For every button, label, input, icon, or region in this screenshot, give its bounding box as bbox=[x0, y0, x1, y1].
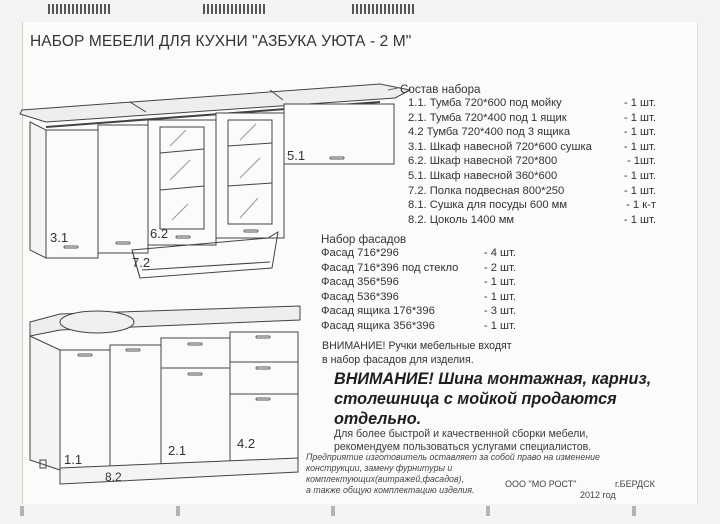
company-name: ООО "МО РОСТ" bbox=[505, 479, 577, 489]
label-3-1: 3.1 bbox=[50, 230, 69, 245]
warning-note: ВНИМАНИЕ! Шина монтажная, карниз, столеш… bbox=[334, 370, 652, 428]
composition-list: Состав набора 1.1. Тумба 720*600 под мой… bbox=[400, 83, 656, 227]
scan-mark bbox=[203, 4, 265, 14]
list-item: Фасад ящика 356*396- 1 шт. bbox=[321, 319, 516, 332]
list-item: Фасад 356*596- 1 шт. bbox=[321, 276, 516, 289]
company-city: г.БЕРДСК bbox=[615, 479, 655, 489]
label-4-2: 4.2 bbox=[237, 436, 256, 451]
manufacturer-disclaimer: Предприятие изготовитель оставляет за со… bbox=[306, 452, 600, 495]
list-item: Фасад 536*396- 1 шт. bbox=[321, 290, 516, 303]
scan-mark bbox=[20, 506, 24, 516]
label-5-1: 5.1 bbox=[287, 148, 306, 163]
list-item: Фасад ящика 176*396- 3 шт. bbox=[321, 305, 516, 318]
list-item: Фасад 716*396 под стекло- 2 шт. bbox=[321, 261, 516, 274]
label-1-1: 1.1 bbox=[64, 452, 83, 467]
handles-note: ВНИМАНИЕ! Ручки мебельные входят в набор… bbox=[322, 340, 512, 366]
document-year: 2012 год bbox=[580, 490, 616, 500]
scan-mark bbox=[48, 4, 110, 14]
composition-heading: Состав набора bbox=[400, 83, 481, 96]
list-item: 8.1. Сушка для посуды 600 мм- 1 к-т bbox=[408, 199, 656, 212]
list-item: 8.2. Цоколь 1400 мм- 1 шт. bbox=[408, 213, 656, 226]
list-item: 6.2. Шкаф навесной 720*800- 1шт. bbox=[408, 155, 656, 168]
label-6-2: 6.2 bbox=[150, 226, 169, 241]
scan-mark bbox=[331, 506, 335, 516]
scan-marks-bottom bbox=[0, 506, 720, 520]
scan-marks-top bbox=[0, 4, 720, 18]
label-8-2: 8.2 bbox=[105, 470, 122, 484]
list-item: 1.1. Тумба 720*600 под мойку- 1 шт. bbox=[408, 97, 656, 109]
cornice bbox=[19, 83, 412, 123]
facades-heading: Набор фасадов bbox=[321, 233, 407, 246]
label-7-2: 7.2 bbox=[132, 255, 151, 270]
facades-list: Набор фасадов Фасад 716*296- 4 шт. Фасад… bbox=[321, 233, 516, 334]
document-title: НАБОР МЕБЕЛИ ДЛЯ КУХНИ "АЗБУКА УЮТА - 2 … bbox=[30, 33, 412, 50]
list-item: 5.1. Шкаф навесной 360*600- 1 шт. bbox=[408, 169, 656, 182]
list-item: 3.1. Шкаф навесной 720*600 сушка- 1 шт. bbox=[408, 140, 656, 153]
list-item: 4.2 Тумба 720*400 под 3 ящика- 1 шт. bbox=[408, 126, 656, 139]
advice-note: Для более быстрой и качественной сборки … bbox=[334, 428, 592, 453]
list-item: 2.1. Тумба 720*400 под 1 ящик- 1 шт. bbox=[408, 111, 656, 124]
scan-mark bbox=[352, 4, 414, 14]
scan-mark bbox=[176, 506, 180, 516]
list-item: 7.2. Полка подвесная 800*250- 1 шт. bbox=[408, 184, 656, 197]
scan-mark bbox=[486, 506, 490, 516]
scan-mark bbox=[632, 506, 636, 516]
label-2-1: 2.1 bbox=[168, 443, 187, 458]
list-item: Фасад 716*296- 4 шт. bbox=[321, 247, 516, 259]
